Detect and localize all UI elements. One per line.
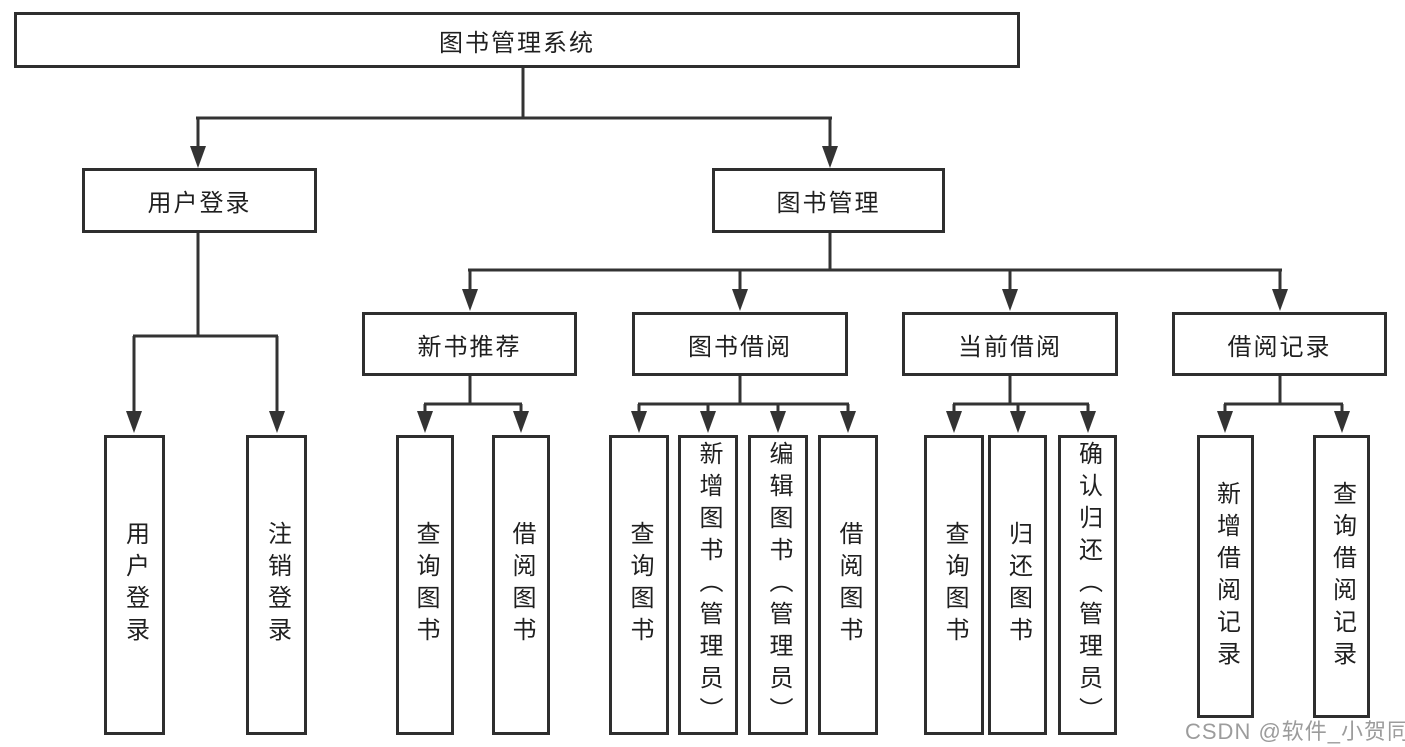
leaf-edit-books-admin: 编辑图书（管理员）: [748, 435, 808, 735]
node-book-management: 图书管理: [712, 168, 945, 233]
node-book-borrowing: 图书借阅: [632, 312, 848, 376]
csdn-watermark: CSDN @软件_小贺同学: [1185, 719, 1405, 744]
leaf-label: 注销登录: [263, 521, 291, 649]
leaf-label: 新增图书（管理员）: [695, 441, 722, 729]
node-current-borrowing: 当前借阅: [902, 312, 1118, 376]
leaf-return-books: 归还图书: [988, 435, 1047, 735]
node-borrowing-records: 借阅记录: [1172, 312, 1387, 376]
node-label: 用户登录: [147, 190, 252, 217]
leaf-query-books-current: 查询图书: [924, 435, 984, 735]
node-label: 借阅记录: [1227, 333, 1332, 361]
node-label: 图书借阅: [688, 333, 792, 361]
leaf-borrow-books: 借阅图书: [818, 435, 878, 735]
leaf-query-borrow-record: 查询借阅记录: [1313, 435, 1370, 718]
leaf-label: 确认归还（管理员）: [1074, 441, 1102, 729]
leaf-label: 查询图书: [941, 521, 968, 649]
leaf-label: 编辑图书（管理员）: [765, 441, 792, 729]
node-label: 图书管理: [776, 190, 881, 217]
leaf-label: 查询借阅记录: [1328, 480, 1356, 673]
leaf-query-books-borrowing: 查询图书: [609, 435, 669, 735]
leaf-label: 查询图书: [412, 521, 439, 649]
leaf-label: 新增借阅记录: [1212, 480, 1240, 673]
leaf-label: 查询图书: [626, 521, 653, 649]
node-new-book-recommend: 新书推荐: [362, 312, 577, 376]
leaf-label: 借阅图书: [508, 521, 535, 649]
leaf-label: 借阅图书: [835, 521, 862, 649]
leaf-logout: 注销登录: [246, 435, 307, 735]
leaf-confirm-return-admin: 确认归还（管理员）: [1058, 435, 1117, 735]
node-user-login: 用户登录: [82, 168, 317, 233]
leaf-borrow-books-recommend: 借阅图书: [492, 435, 550, 735]
leaf-label: 归还图书: [1004, 521, 1032, 649]
leaf-label: 用户登录: [121, 521, 149, 649]
leaf-query-books-recommend: 查询图书: [396, 435, 454, 735]
node-library-management-system: 图书管理系统: [14, 12, 1020, 68]
node-label: 新书推荐: [417, 333, 522, 361]
node-label: 当前借阅: [958, 333, 1062, 361]
node-label: 图书管理系统: [439, 29, 595, 57]
leaf-add-borrow-record: 新增借阅记录: [1197, 435, 1254, 718]
leaf-add-books-admin: 新增图书（管理员）: [678, 435, 738, 735]
leaf-user-login: 用户登录: [104, 435, 165, 735]
